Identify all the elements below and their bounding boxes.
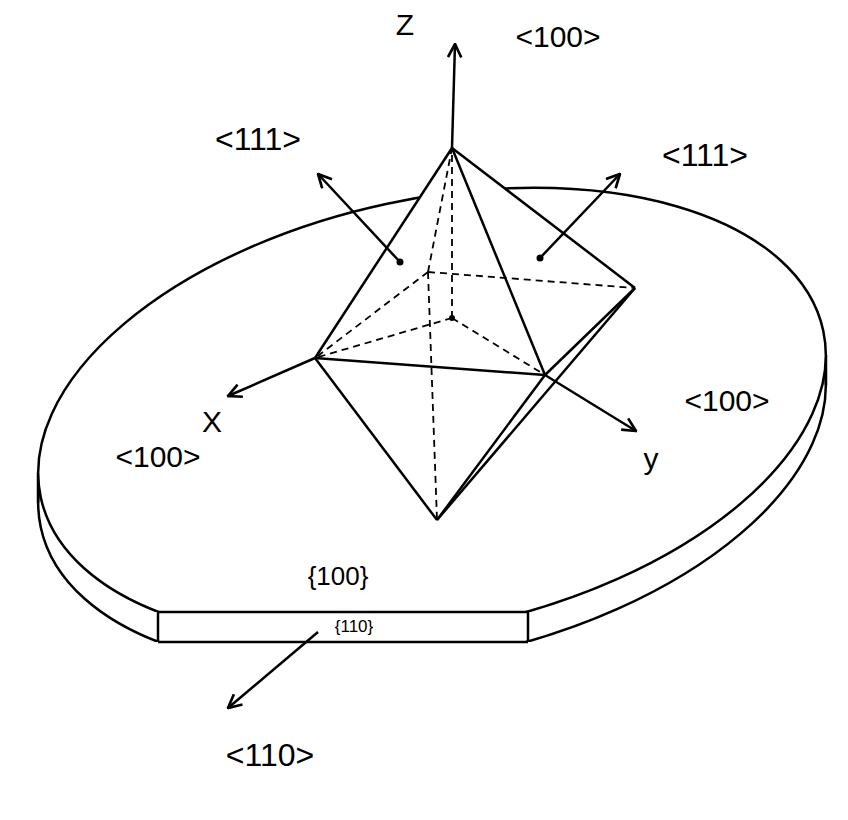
hidden-edge (428, 272, 437, 520)
direction-label: <100> (513, 20, 602, 53)
direction-label: <100> (682, 384, 771, 417)
edge (545, 288, 635, 375)
axis-name-box: Z (394, 8, 416, 41)
edge (315, 148, 452, 358)
axis-name-box: y (642, 442, 661, 475)
axis-inside (451, 148, 453, 318)
direction-label-box: <100> (113, 440, 202, 473)
hidden-edges (315, 148, 635, 520)
direction-label: <100> (113, 440, 202, 473)
center-dot (449, 315, 455, 321)
direction-label: <110> (224, 738, 316, 773)
direction-label-box: <111> (660, 138, 750, 173)
normal-111 (540, 174, 620, 258)
face-dot (397, 259, 404, 266)
axis-name: Z (394, 8, 416, 41)
hidden-edge (428, 272, 635, 288)
plane-label-box: {110} (333, 618, 375, 637)
edge (315, 358, 437, 520)
edge (452, 148, 635, 288)
direction-label-box: <100> (513, 20, 602, 53)
plane-label: {100} (306, 562, 371, 591)
face-dot (537, 255, 544, 262)
normal-110 (228, 632, 318, 708)
flat-corner (527, 612, 530, 642)
direction-label: <111> (660, 138, 750, 173)
edge (315, 358, 545, 375)
wafer-top (0, 121, 848, 612)
direction-label: <111> (213, 122, 303, 157)
edge (437, 375, 545, 520)
normal-111 (318, 174, 400, 262)
direction-label-box: <110> (224, 738, 316, 773)
z-axis (452, 44, 455, 148)
octahedron-edges (315, 148, 635, 520)
axis-name: y (642, 442, 661, 475)
axis-inside (315, 318, 452, 358)
wafer-top-outline (0, 121, 848, 612)
wafer-flat (158, 611, 528, 614)
direction-label-box: <100> (682, 384, 771, 417)
edge (437, 288, 635, 520)
y-axis (545, 375, 636, 431)
direction-label-box: <111> (213, 122, 303, 157)
axis-name-box: X (200, 405, 224, 438)
plane-label: {110} (333, 618, 375, 637)
axis-name: X (200, 405, 224, 438)
octahedron-fill (315, 148, 635, 520)
flat-corner (157, 612, 160, 642)
plane-label-box: {100} (306, 562, 371, 591)
axis-inside (452, 318, 545, 375)
flat-bottom-edge (158, 641, 528, 644)
x-axis (228, 358, 315, 396)
hidden-edge (315, 272, 428, 358)
